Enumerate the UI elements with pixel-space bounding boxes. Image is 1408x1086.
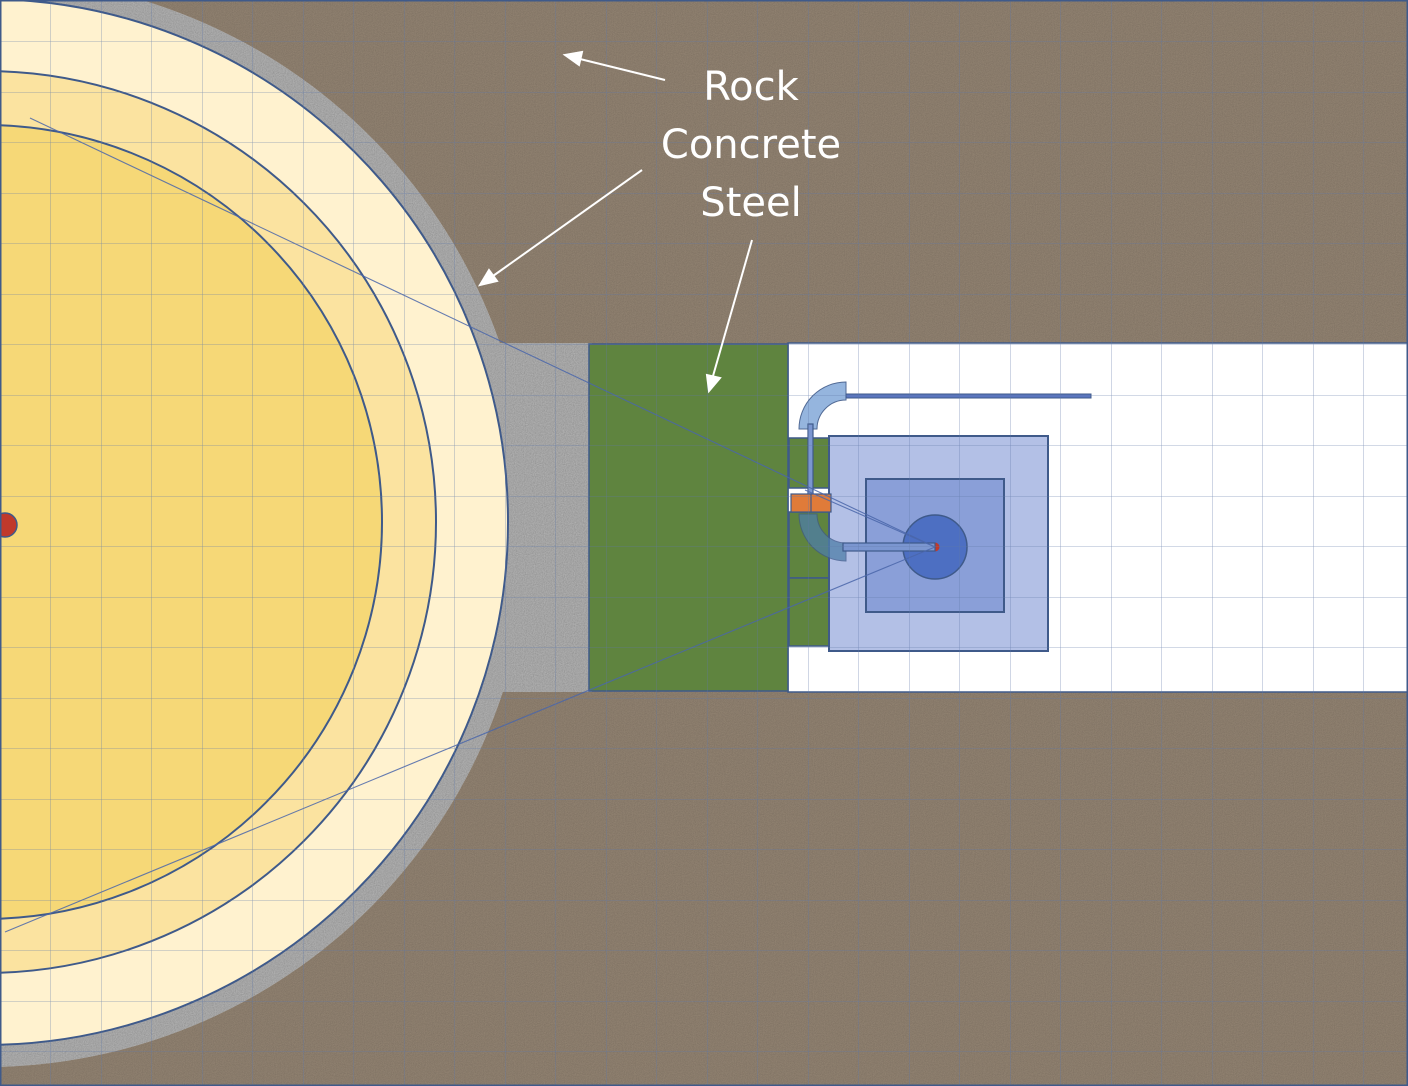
annotation-arrows	[477, 50, 753, 394]
rock-arrow	[579, 58, 666, 81]
core-source-marker	[0, 512, 18, 538]
steel-label: Steel	[700, 180, 801, 226]
rock-label: Rock	[703, 64, 799, 110]
concrete-arrow	[492, 169, 643, 277]
steel-arrow	[712, 239, 753, 377]
concrete-label: Concrete	[661, 122, 841, 168]
